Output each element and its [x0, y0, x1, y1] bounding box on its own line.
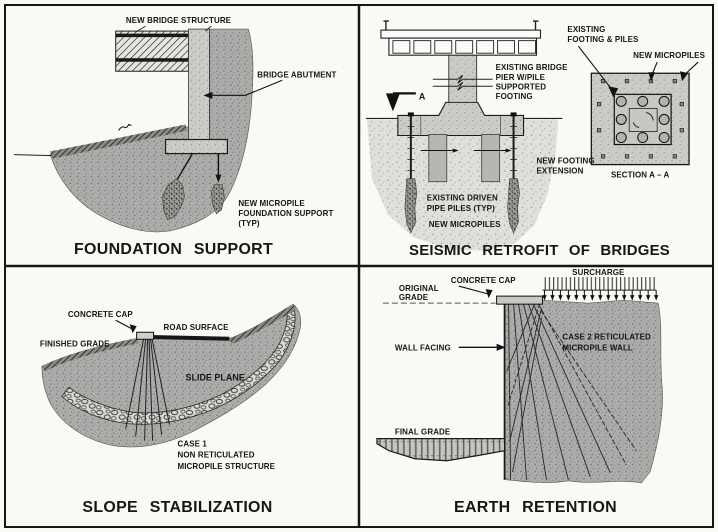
pier-break-lines — [432, 74, 493, 91]
slope-surface-hatch — [49, 124, 188, 159]
panel-title-foundation-support: FOUNDATION SUPPORT — [74, 241, 273, 258]
label-new-micropile-line2: FOUNDATION SUPPORT — [238, 209, 333, 218]
soil-mass — [504, 299, 663, 484]
abutment-column — [188, 28, 210, 142]
label-new-micropiles-elev: NEW MICROPILES — [429, 220, 501, 229]
label-existing-pier-line1: EXISTING BRIDGE — [496, 63, 568, 72]
railing-left — [383, 20, 389, 31]
label-new-micropiles-plan: NEW MICROPILES — [633, 51, 705, 60]
new-micropiles-plan-callout — [648, 61, 699, 82]
label-leader-ticks — [135, 25, 212, 33]
concrete-cap-callout — [458, 285, 493, 299]
micropile-inclined — [162, 153, 194, 221]
soil-mass — [366, 119, 559, 251]
label-section-cut-a: A — [419, 91, 426, 101]
figure-canvas: NEW BRIDGE STRUCTURE BRIDGE ABUTMENT NEW… — [6, 6, 712, 526]
label-case1-line3: MICROPILE STRUCTURE — [178, 462, 276, 471]
panel-title-earth-retention: EARTH RETENTION — [454, 499, 617, 516]
label-finished-grade: FINISHED GRADE — [40, 339, 110, 348]
figure-frame: NEW BRIDGE STRUCTURE BRIDGE ABUTMENT NEW… — [4, 4, 714, 528]
old-footing-edges — [420, 115, 501, 136]
wall-facing-callout — [458, 343, 506, 351]
pier-column — [448, 52, 478, 103]
label-new-footing-line2: EXTENSION — [536, 167, 583, 176]
label-original-grade-line1: ORIGINAL — [399, 284, 439, 293]
label-new-bridge-structure: NEW BRIDGE STRUCTURE — [126, 16, 232, 25]
label-original-grade-line2: GRADE — [399, 293, 429, 302]
label-wall-facing: WALL FACING — [395, 343, 451, 352]
concrete-cap — [136, 331, 155, 340]
footing-extension — [397, 101, 525, 137]
plan-column-arc2 — [632, 122, 640, 129]
ground-line — [13, 154, 52, 157]
micropile-group — [125, 339, 171, 441]
label-existing-footing-line1: EXISTING — [567, 25, 605, 34]
label-existing-pier-line3: SUPPORTED — [496, 82, 547, 91]
label-new-footing-line1: NEW FOOTING — [536, 157, 594, 166]
label-concrete-cap: CONCRETE CAP — [451, 276, 517, 285]
abutment-footing — [164, 138, 228, 155]
soil-mass — [49, 28, 254, 233]
plan-existing-piles — [615, 95, 670, 144]
plan-column-arc — [646, 111, 654, 121]
label-existing-piles-line2: PIPE PILES (TYP) — [427, 204, 495, 213]
label-existing-pier-line2: PIER W/PILE — [496, 73, 546, 82]
section-cut-marker — [385, 92, 416, 112]
label-existing-piles-line1: EXISTING DRIVEN — [427, 194, 498, 203]
bridge-abutment-callout — [203, 79, 283, 99]
bridge-deck — [115, 30, 189, 72]
concrete-cap-callout — [115, 319, 137, 334]
existing-pipe-piles — [420, 134, 512, 183]
existing-footing-callout — [577, 45, 619, 98]
panel-title-slope-stabilization: SLOPE STABILIZATION — [82, 499, 272, 516]
upper-slope-hatch — [229, 304, 297, 345]
label-new-micropile-line3: (TYP) — [238, 219, 260, 228]
railing-right — [533, 20, 539, 31]
label-surcharge: SURCHARGE — [572, 268, 625, 277]
micropile-vertical — [211, 153, 225, 215]
label-case1-line1: CASE 1 — [178, 440, 208, 449]
label-case2-line2: MICROPILE WALL — [562, 343, 633, 352]
earth-retention-panel: ORIGINAL GRADE CONCRETE CAP CASE 2 RETIC… — [376, 268, 663, 516]
concrete-cap — [496, 295, 543, 305]
bridge-deck — [380, 20, 542, 56]
label-case1-line2: NON RETICULATED — [178, 451, 255, 460]
label-bridge-abutment: BRIDGE ABUTMENT — [257, 70, 336, 79]
slope-mark — [118, 123, 132, 131]
foundation-support-panel: NEW BRIDGE STRUCTURE BRIDGE ABUTMENT NEW… — [13, 16, 336, 258]
label-existing-pier-line4: FOOTING — [496, 92, 533, 101]
slide-plane-band — [61, 305, 296, 425]
reticulated-micropiles — [506, 303, 637, 480]
slope-stabilization-panel: CONCRETE CAP ROAD SURFACE FINISHED GRADE… — [40, 303, 302, 516]
label-final-grade: FINAL GRADE — [395, 428, 451, 437]
section-a-a-plan — [590, 72, 690, 166]
label-new-micropile-line1: NEW MICROPILE — [238, 199, 305, 208]
label-road-surface: ROAD SURFACE — [164, 323, 230, 332]
final-grade-band — [376, 438, 506, 462]
label-case2-line1: CASE 2 RETICULATED — [562, 332, 651, 341]
label-slide-plane: SLIDE PLANE — [185, 372, 244, 382]
label-existing-footing-line2: FOOTING & PILES — [567, 35, 639, 44]
label-section-a-a: SECTION A – A — [611, 171, 670, 180]
plan-pier-outline — [628, 107, 658, 132]
finished-grade-hatch — [41, 338, 139, 372]
seismic-retrofit-panel: A — [365, 20, 705, 259]
plan-new-micropile-dots — [596, 78, 684, 159]
surcharge-load — [542, 277, 659, 301]
new-micropiles-elevation — [404, 112, 520, 234]
label-concrete-cap: CONCRETE CAP — [68, 310, 134, 319]
panel-title-seismic-retrofit: SEISMIC RETROFIT OF BRIDGES — [409, 242, 670, 259]
